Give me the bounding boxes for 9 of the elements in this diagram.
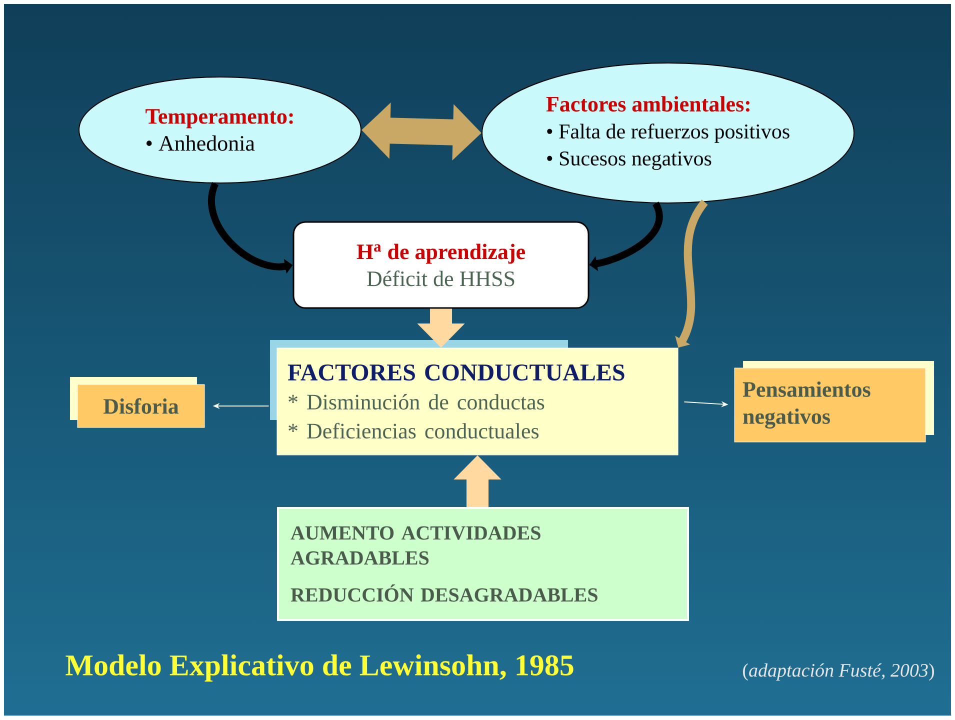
process-box: FACTORES CONDUCTUALES * Disminución de conductas * Deficiencias conductuales [276,348,678,456]
ellipse-bubble: Factores ambientales: • Falta de refuerzos positivos • Sucesos negativos [482,62,854,204]
process-box: H$^{a}$ de aprendizaje Déficit de HHSS [292,221,590,309]
outcome-box: Disforia [77,384,205,428]
source-note: (adaptación Fusté, 2003) [743,663,934,681]
process-box: AUMENTO ACTIVIDADES AGRADABLES REDUCCIÓN DESAGRADABLES [277,507,689,621]
outcome-box: Pensamientos negativos [734,368,926,442]
ellipse-bubble: Temperamento: • Anhedonia [78,76,362,184]
title: Modelo Explicativo de Lewinsohn, 1985 [66,654,574,682]
